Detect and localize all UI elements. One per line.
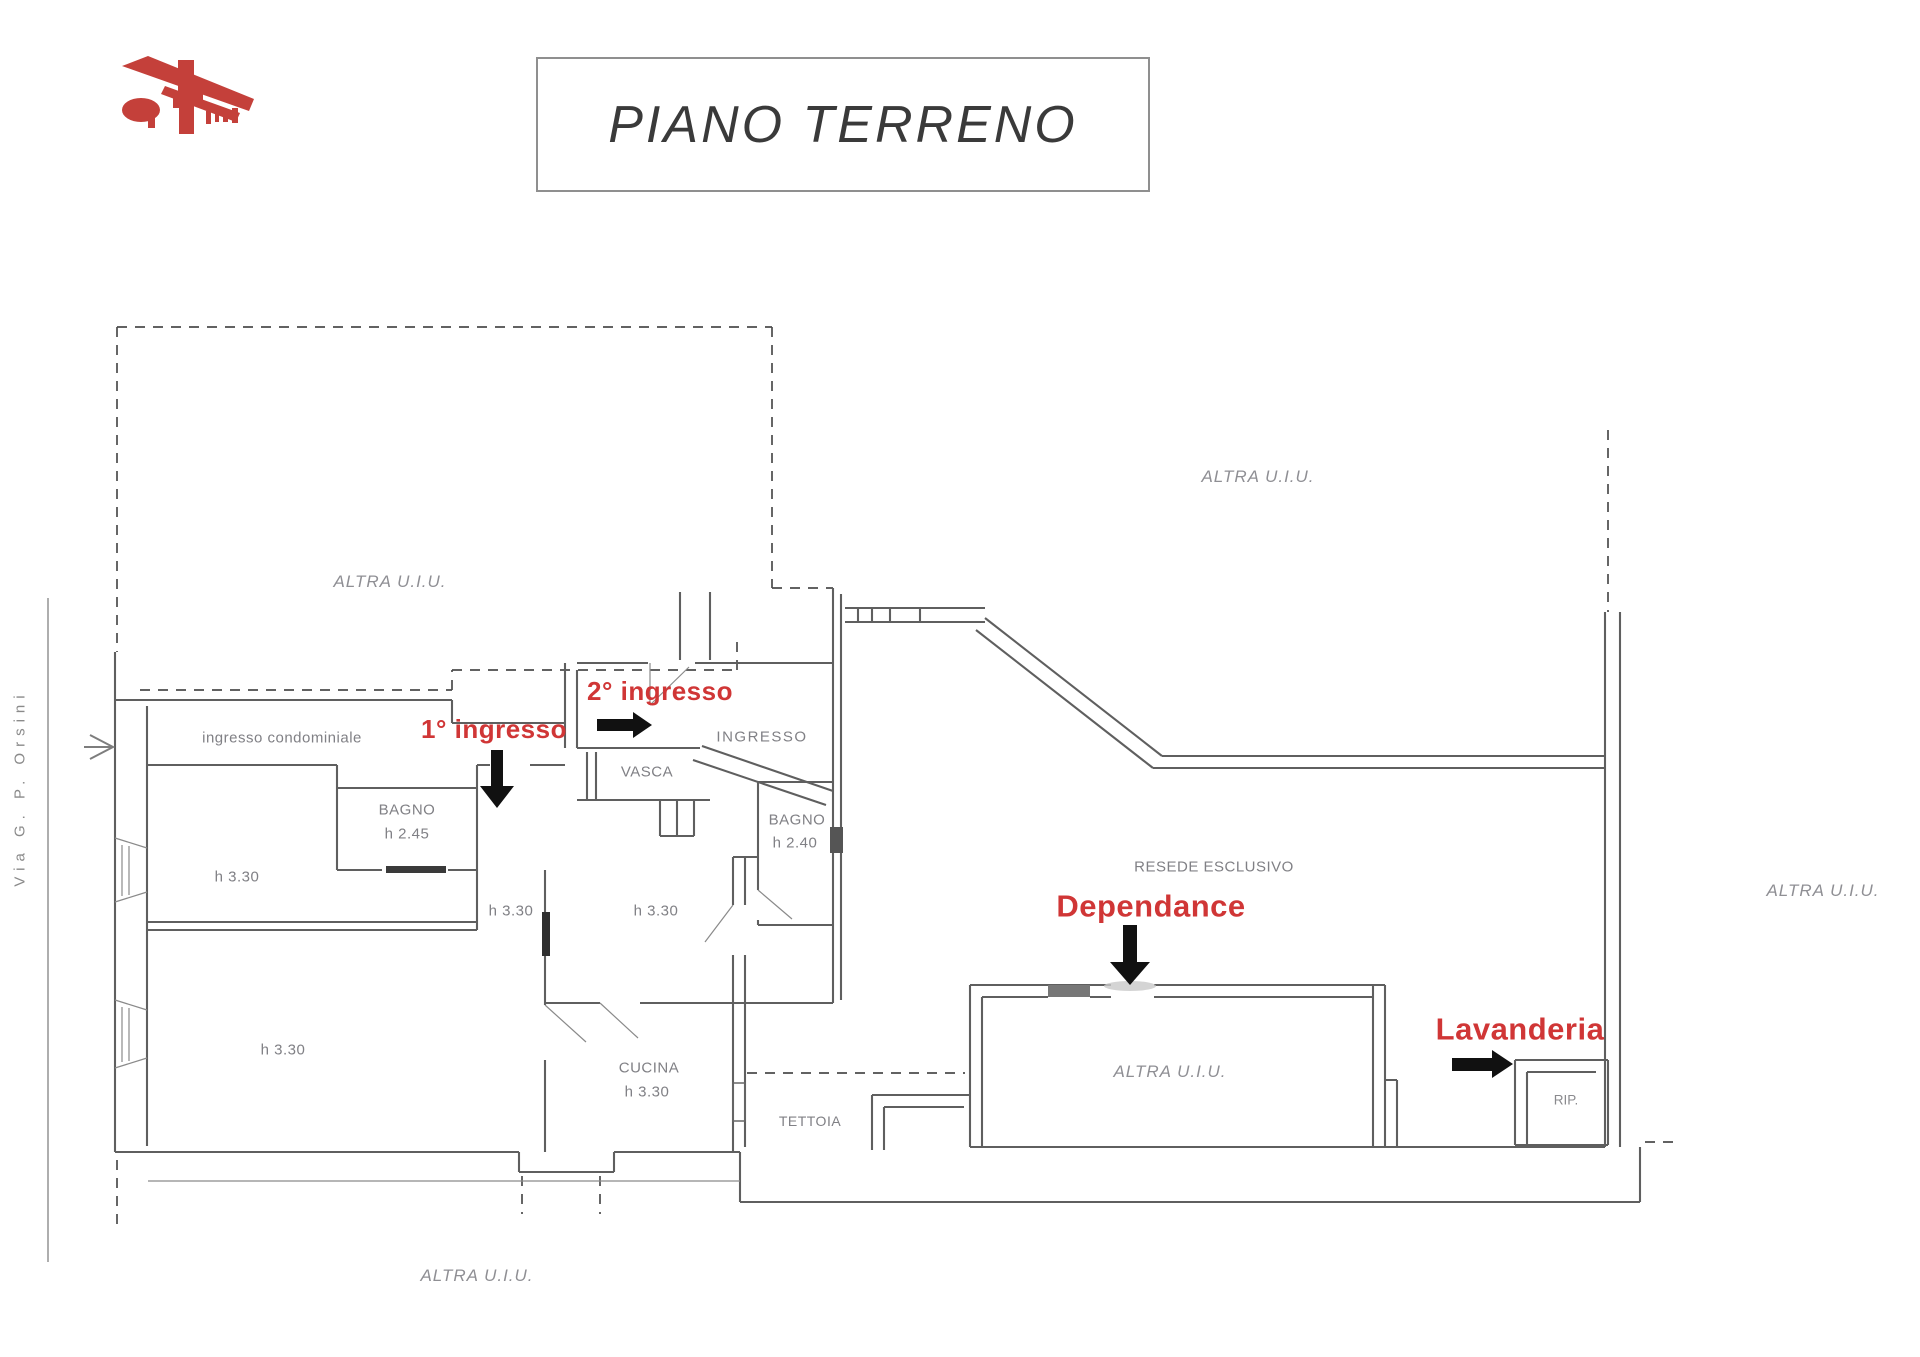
bath1-height: h 2.45 — [384, 825, 430, 843]
street-entrance-arrow — [84, 734, 116, 760]
room2-height: h 3.30 — [260, 1041, 306, 1059]
page-title: PIANO TERRENO — [608, 95, 1078, 154]
arrow-shadow — [1104, 981, 1156, 991]
walls — [113, 588, 1642, 1204]
entrance-hall-label: INGRESSO — [716, 728, 808, 746]
exclusive-yard-label: RESEDE ESCLUSIVO — [1134, 858, 1294, 876]
other-unit-label-bottom: ALTRA U.I.U. — [420, 1266, 534, 1286]
other-unit-label-top-right: ALTRA U.I.U. — [1201, 467, 1315, 487]
room1-height: h 3.30 — [214, 868, 260, 886]
canopy-label: TETTOIA — [778, 1113, 842, 1130]
room4-height: h 3.30 — [633, 902, 679, 920]
kitchen-height: h 3.30 — [624, 1083, 670, 1101]
bath2-label: BAGNO — [768, 811, 826, 829]
bath2-height: h 2.40 — [772, 834, 818, 852]
room3-height: h 3.30 — [488, 902, 534, 920]
storage-label: RIP. — [1553, 1092, 1579, 1108]
tub-label: VASCA — [620, 763, 674, 781]
property-dashed-lines — [116, 326, 1675, 1225]
second-entrance-annotation: 2° ingresso — [587, 675, 733, 706]
title-block: PIANO TERRENO — [536, 57, 1150, 192]
bath1-label: BAGNO — [378, 801, 436, 819]
laundry-annotation: Lavanderia — [1435, 1011, 1605, 1047]
first-entrance-arrow — [480, 750, 514, 808]
street-name-label: Via G. P. Orsini — [11, 689, 29, 887]
agency-logo — [122, 56, 254, 134]
second-entrance-arrow — [597, 712, 652, 738]
other-unit-label-far-right: ALTRA U.I.U. — [1766, 881, 1880, 901]
dependance-annotation: Dependance — [1056, 888, 1246, 924]
detail-lines — [114, 663, 793, 1182]
other-unit-label-dependance: ALTRA U.I.U. — [1113, 1062, 1227, 1082]
kitchen-label: CUCINA — [618, 1059, 680, 1077]
other-unit-label-top-left: ALTRA U.I.U. — [333, 572, 447, 592]
first-entrance-annotation: 1° ingresso — [421, 713, 567, 744]
dependance-arrow — [1110, 925, 1150, 985]
corridor-label: ingresso condominiale — [202, 729, 362, 747]
window-sills — [386, 827, 1090, 1122]
laundry-arrow — [1452, 1050, 1513, 1078]
